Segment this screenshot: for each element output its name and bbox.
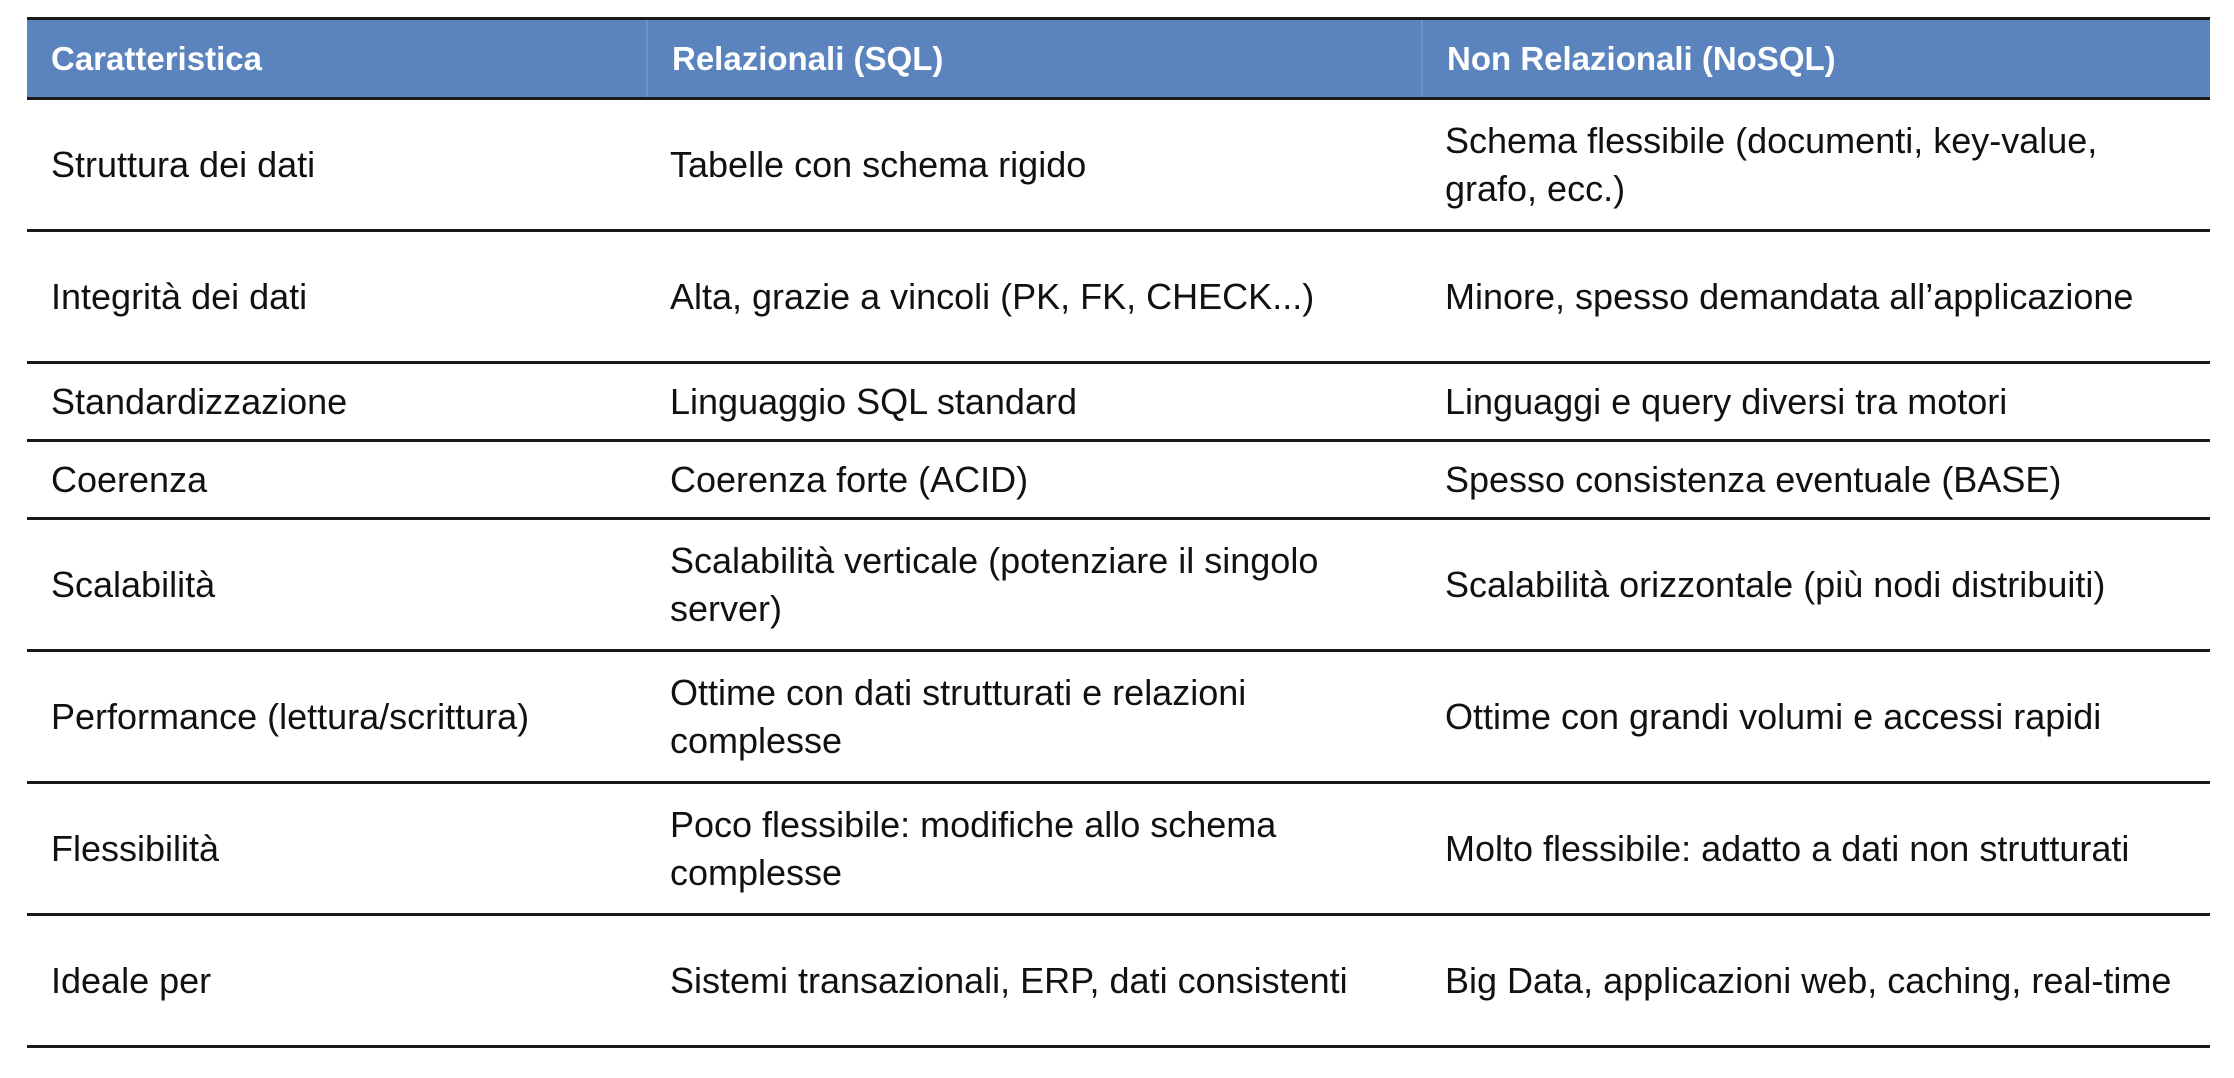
- row-label: Struttura dei dati: [51, 143, 316, 185]
- nosql-cell: Minore, spesso demandata all’applicazion…: [1445, 275, 2134, 317]
- nosql-cell: Spesso consistenza eventuale (BASE): [1445, 458, 2062, 500]
- header-non-relazionali: Non Relazionali (NoSQL): [1421, 20, 2210, 97]
- sql-cell: Tabelle con schema rigido: [670, 143, 1087, 185]
- comparison-table: Caratteristica Relazionali (SQL) Non Rel…: [27, 17, 2210, 1048]
- row-label: Flessibilità: [51, 827, 220, 869]
- row-label: Standardizzazione: [51, 380, 348, 422]
- row-label: Performance (lettura/scrittura): [51, 695, 530, 737]
- sql-cell: Sistemi transazionali, ERP, dati consist…: [670, 959, 1348, 1001]
- table-row: Coerenza Coerenza forte (ACID) Spesso co…: [27, 442, 2210, 520]
- table-row: Ideale per Sistemi transazionali, ERP, d…: [27, 916, 2210, 1048]
- table-row: Flessibilità Poco flessibile: modifiche …: [27, 784, 2210, 916]
- sql-cell: Scalabilità verticale (potenziare il sin…: [670, 539, 1319, 629]
- table-row: Standardizzazione Linguaggio SQL standar…: [27, 364, 2210, 442]
- header-caratteristica: Caratteristica: [51, 39, 262, 77]
- nosql-cell: Molto flessibile: adatto a dati non stru…: [1445, 827, 2130, 869]
- sql-cell: Linguaggio SQL standard: [670, 380, 1077, 422]
- row-label: Coerenza: [51, 458, 208, 500]
- sql-cell: Alta, grazie a vincoli (PK, FK, CHECK...…: [670, 275, 1315, 317]
- nosql-cell: Big Data, applicazioni web, caching, rea…: [1445, 959, 2172, 1001]
- row-label: Scalabilità: [51, 563, 216, 605]
- table-row: Integrità dei dati Alta, grazie a vincol…: [27, 232, 2210, 364]
- table-row: Scalabilità Scalabilità verticale (poten…: [27, 520, 2210, 652]
- header-relazionali: Relazionali (SQL): [646, 20, 1421, 97]
- table-row: Struttura dei dati Tabelle con schema ri…: [27, 100, 2210, 232]
- nosql-cell: Scalabilità orizzontale (più nodi distri…: [1445, 563, 2106, 605]
- sql-cell: Poco flessibile: modifiche allo schema c…: [670, 803, 1277, 893]
- nosql-cell: Ottime con grandi volumi e accessi rapid…: [1445, 695, 2102, 737]
- row-label: Ideale per: [51, 959, 212, 1001]
- nosql-cell: Linguaggi e query diversi tra motori: [1445, 380, 2008, 422]
- table-header-row: Caratteristica Relazionali (SQL) Non Rel…: [27, 20, 2210, 100]
- row-label: Integrità dei dati: [51, 275, 308, 317]
- sql-cell: Coerenza forte (ACID): [670, 458, 1029, 500]
- table-row: Performance (lettura/scrittura) Ottime c…: [27, 652, 2210, 784]
- nosql-cell: Schema flessibile (documenti, key-value,…: [1445, 119, 2098, 209]
- sql-cell: Ottime con dati strutturati e relazioni …: [670, 671, 1247, 761]
